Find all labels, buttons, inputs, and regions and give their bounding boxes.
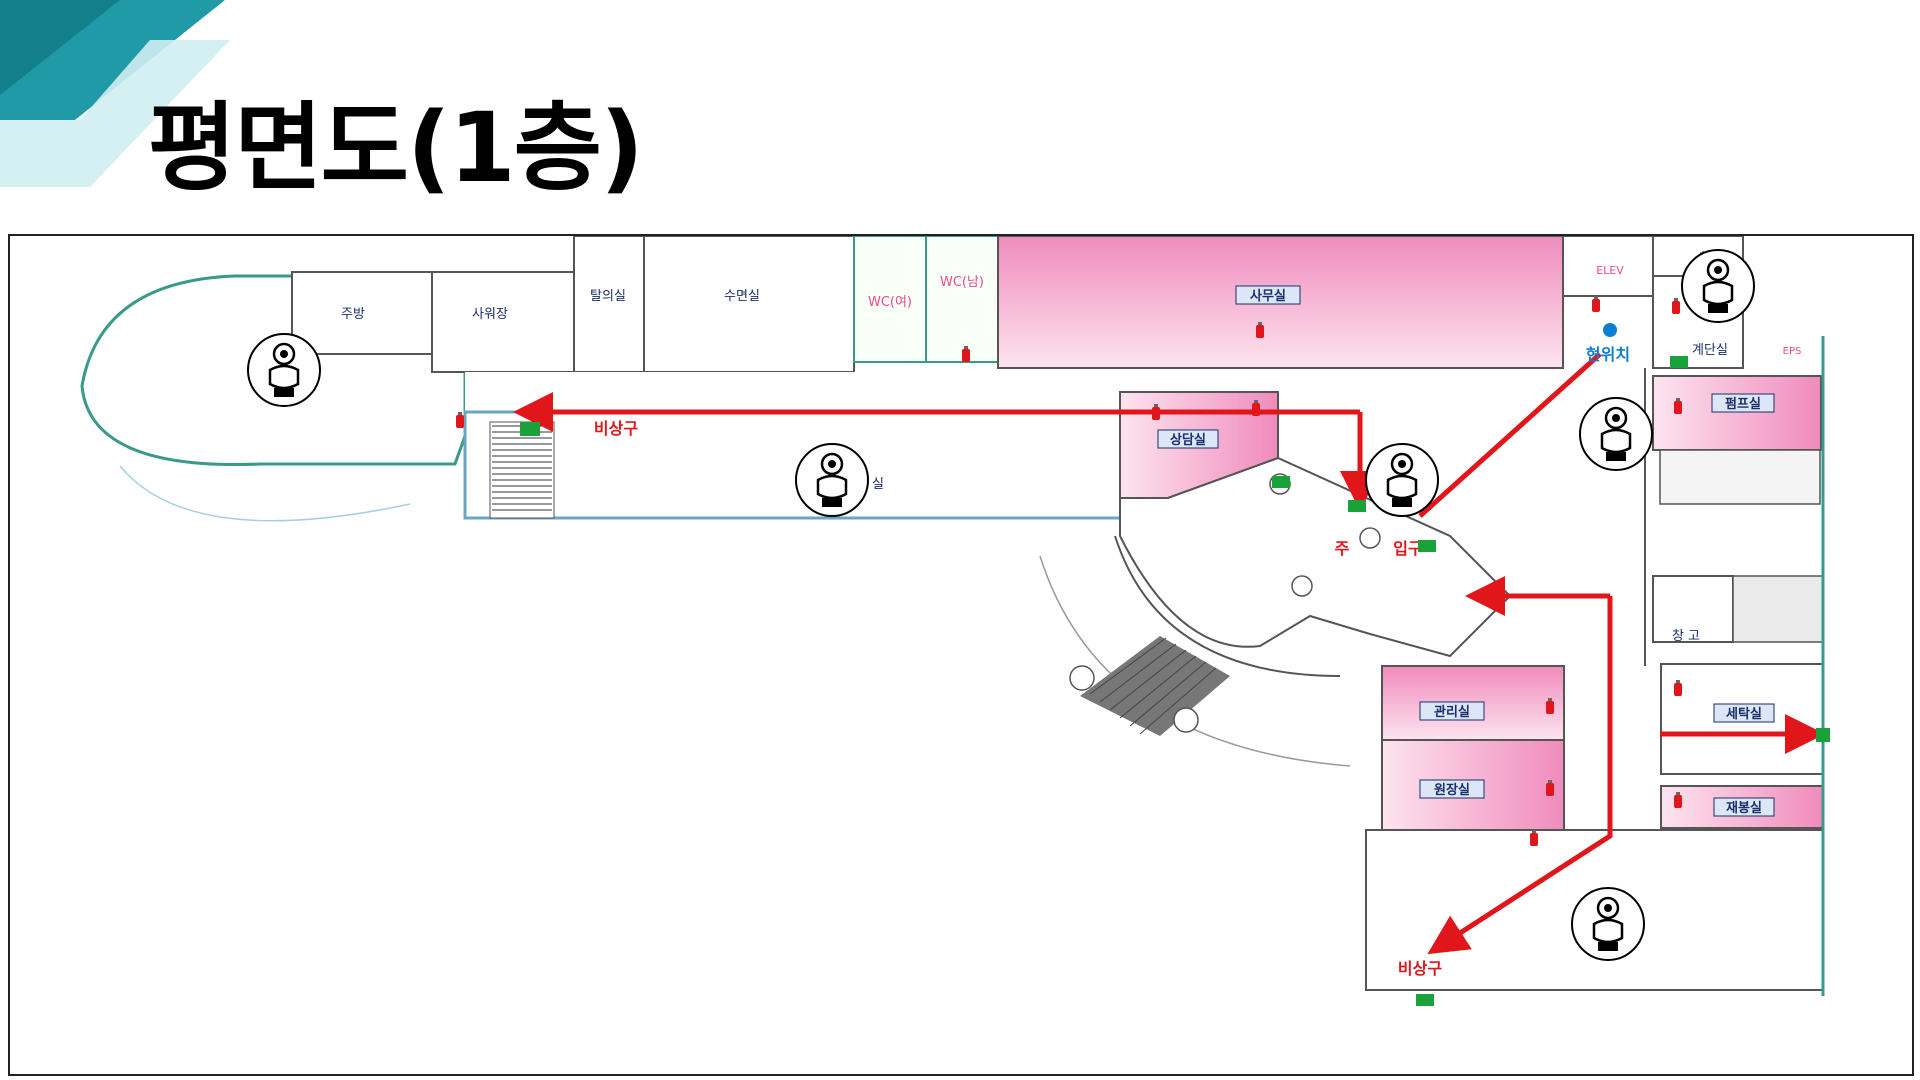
- label-wc-male: WC(남): [940, 275, 984, 290]
- floor-plan: 주방 사워장 탈의실 수면실 WC(여) WC(남) ELEV 창 고 계단실 …: [80, 236, 1830, 1006]
- corner-decoration: [0, 0, 230, 187]
- sleep-room: [643, 236, 855, 373]
- label-shower: 사워장: [472, 307, 508, 322]
- toilet-block-1: [1659, 449, 1821, 505]
- page-title: 평면도(1층): [148, 92, 644, 204]
- label-office: 사무실: [1250, 288, 1286, 304]
- label-wc-female: WC(여): [868, 295, 912, 310]
- lobby-area: [1119, 456, 1512, 658]
- toilet-block-2: [1732, 575, 1824, 643]
- label-sleep: 수면실: [724, 289, 760, 304]
- changing-room: [573, 236, 645, 373]
- left-room-arc: [119, 465, 411, 522]
- elevator: [1562, 236, 1654, 297]
- label-director: 원장실: [1434, 782, 1470, 798]
- label-storage-mid: 창 고: [1672, 629, 1700, 644]
- wc-male: [925, 236, 999, 363]
- entrance-ramp: [1080, 636, 1230, 736]
- label-changing: 탈의실: [590, 289, 626, 304]
- label-main-entrance-b: 입구: [1393, 539, 1423, 558]
- main-corridor: [465, 372, 1645, 412]
- label-emergency-exit-top: 비상구: [594, 419, 638, 438]
- label-stairs: 계단실: [1692, 343, 1728, 358]
- exit-sign-icon: [520, 356, 1830, 1006]
- label-current-location: 현위치: [1586, 345, 1630, 364]
- label-multi-b: 실: [872, 477, 884, 492]
- label-eps: EPS: [1783, 346, 1802, 357]
- floor-plan-frame: 주방 사워장 탈의실 수면실 WC(여) WC(남) ELEV 창 고 계단실 …: [8, 234, 1914, 1076]
- shower-room: [431, 271, 575, 373]
- label-laundry: 세탁실: [1726, 706, 1762, 722]
- storage-mid-room: [1652, 575, 1734, 643]
- evacuation-routes: [513, 352, 1825, 955]
- label-counsel: 상담실: [1170, 432, 1206, 448]
- label-pump: 펌프실: [1725, 396, 1761, 412]
- label-kitchen: 주방: [341, 307, 365, 322]
- wc-female: [853, 236, 927, 363]
- multi-purpose-room: [463, 410, 1132, 520]
- left-stairs: [489, 421, 555, 519]
- entrance-curve: [1114, 535, 1341, 677]
- label-emergency-exit-bottom: 비상구: [1398, 959, 1442, 978]
- current-location-dot-icon: [1603, 323, 1617, 337]
- label-material: 재봉실: [1726, 800, 1762, 816]
- label-manager: 관리실: [1434, 704, 1470, 720]
- label-elev: ELEV: [1596, 264, 1624, 277]
- kitchen-room: [291, 271, 433, 355]
- label-main-entrance-a: 주: [1335, 539, 1350, 558]
